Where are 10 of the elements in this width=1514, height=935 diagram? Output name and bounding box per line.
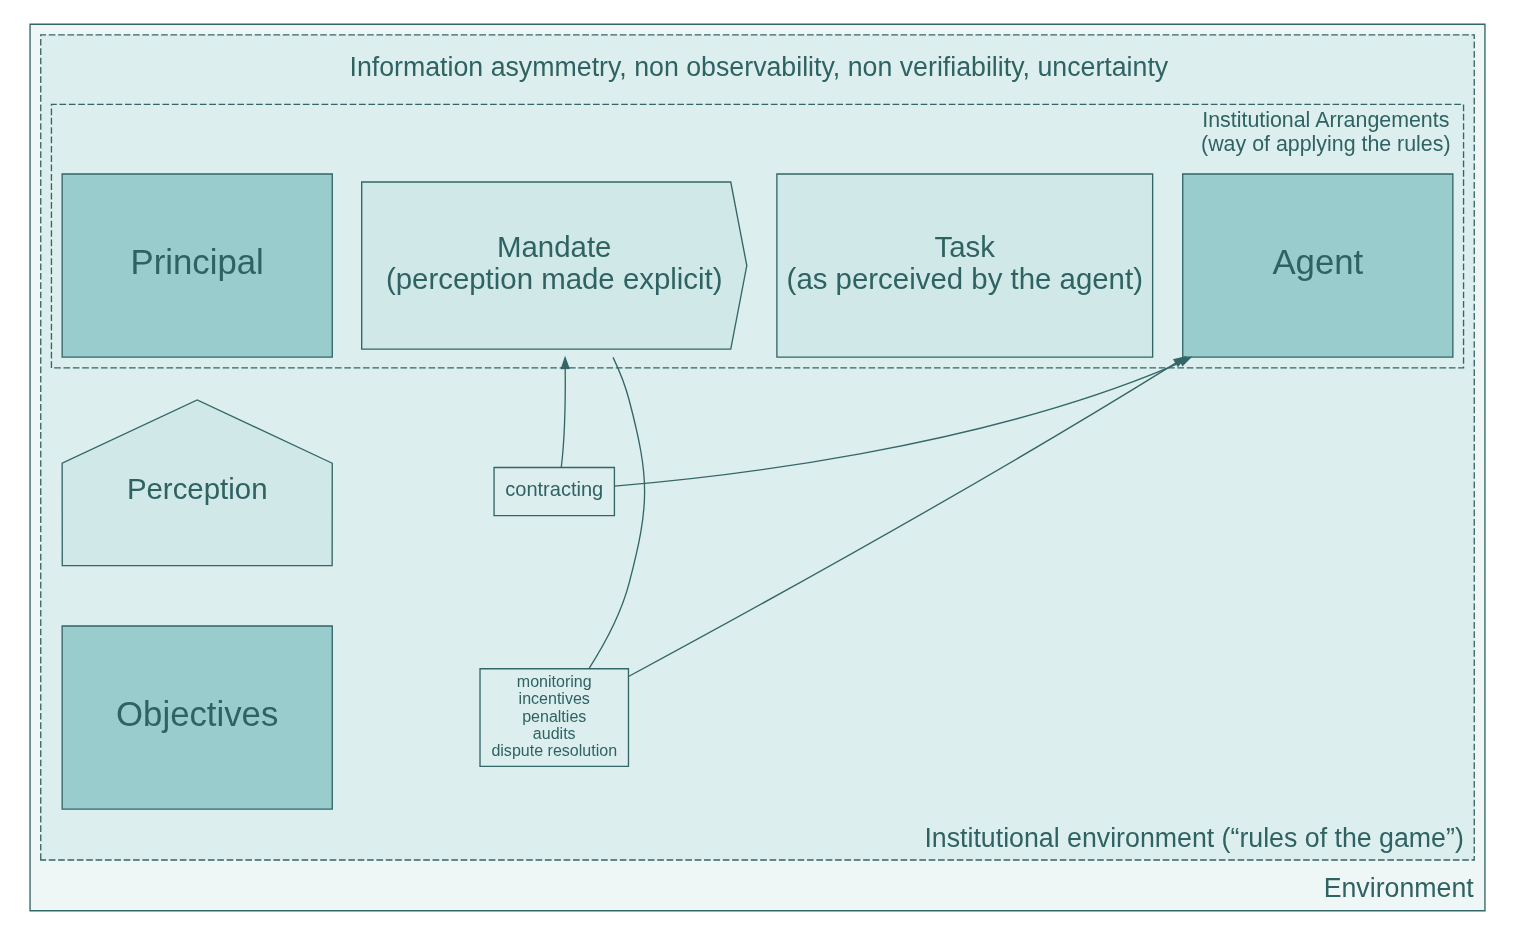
arrow [560,355,570,469]
node-box: Task (as perceived by the agent) [775,173,1153,358]
node-box: contracting [492,466,615,517]
node-box: Principal [60,173,333,358]
node-box: Objectives [60,625,333,810]
node-box: Agent [1181,173,1454,358]
label: Information asymmetry, non observability, non verifiability, uncertainty [348,52,1168,83]
connector [588,356,645,669]
node-box: monitoring incentives penalties audits dispute resolution [478,668,629,768]
arrow [627,356,1187,678]
